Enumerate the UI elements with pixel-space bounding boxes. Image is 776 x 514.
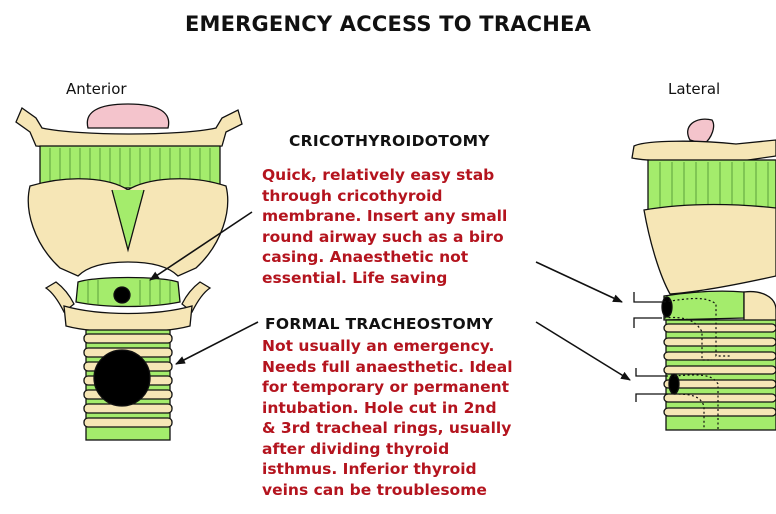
lateral-thyroid-cartilage [644, 205, 776, 295]
lateral-hyoid [632, 140, 776, 162]
epiglottis [87, 104, 168, 128]
lateral-cricothyroid-membrane [664, 291, 744, 320]
lateral-epiglottis [688, 119, 714, 144]
arrow-crico-lateral [536, 262, 622, 302]
pointer-arrows [150, 212, 630, 380]
arrow-trach-anterior [176, 322, 258, 364]
tracheostomy-stoma [94, 350, 150, 406]
lateral-thyrohyoid-membrane [648, 160, 776, 210]
arrow-trach-lateral [536, 322, 630, 380]
anterior-larynx [16, 104, 242, 440]
lateral-larynx [632, 119, 776, 430]
cricoid-cartilage [64, 306, 192, 332]
cricothyroidotomy-stoma [114, 287, 130, 303]
